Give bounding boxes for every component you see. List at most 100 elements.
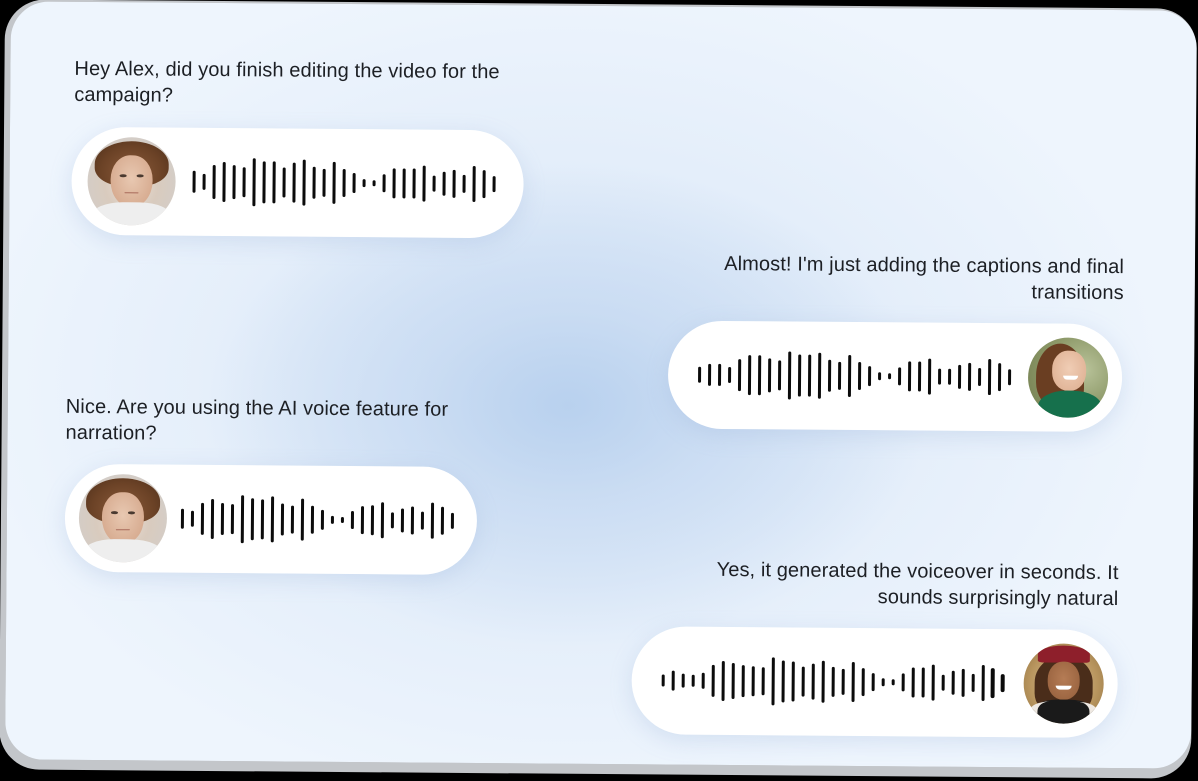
waveform-bar xyxy=(917,361,922,392)
waveform-bar xyxy=(442,171,446,196)
waveform-bar xyxy=(452,169,456,198)
waveform-bar xyxy=(831,666,835,697)
male-avatar-icon xyxy=(87,136,176,226)
waveform-bar xyxy=(981,664,985,702)
waveform-bar xyxy=(220,503,225,536)
waveform-bar xyxy=(741,665,745,698)
waveform-bar xyxy=(851,661,855,702)
waveform-bar xyxy=(1001,674,1005,693)
waveform-2[interactable] xyxy=(698,345,1018,408)
waveform-bar xyxy=(372,180,376,187)
waveform-bar xyxy=(977,367,981,386)
waveform-bar xyxy=(462,174,466,193)
voice-message-4[interactable] xyxy=(631,626,1119,739)
waveform-bar xyxy=(252,158,256,207)
waveform-bar xyxy=(821,660,825,703)
voice-message-3[interactable] xyxy=(64,463,478,576)
waveform-bar xyxy=(807,354,812,397)
waveform-bar xyxy=(312,166,316,199)
waveform-bar xyxy=(797,354,802,397)
waveform-bar xyxy=(727,366,732,384)
waveform-bar xyxy=(747,355,752,396)
waveform-bar xyxy=(230,504,235,535)
waveform-bar xyxy=(190,510,195,527)
waveform-bar xyxy=(300,498,305,541)
waveform-bar xyxy=(967,362,971,391)
waveform-bar xyxy=(492,176,496,193)
waveform-bar xyxy=(280,503,285,536)
waveform-bar xyxy=(440,506,444,535)
waveform-bar xyxy=(290,505,295,534)
male-avatar-icon xyxy=(78,473,168,563)
waveform-bar xyxy=(827,359,832,392)
waveform-bar xyxy=(777,360,782,391)
waveform-bar xyxy=(430,502,434,539)
waveform-bar xyxy=(681,673,685,688)
waveform-bar xyxy=(801,666,805,697)
waveform-bar xyxy=(222,162,226,203)
waveform-3[interactable] xyxy=(180,489,461,551)
waveform-bar xyxy=(661,674,665,687)
voice-message-1[interactable] xyxy=(71,126,524,239)
waveform-bar xyxy=(937,368,941,385)
waveform-bar xyxy=(717,363,722,386)
voice-message-2[interactable] xyxy=(667,320,1123,433)
waveform-bar xyxy=(811,663,815,700)
waveform-bar xyxy=(210,498,215,539)
waveform-bar xyxy=(877,372,882,381)
waveform-bar xyxy=(360,506,364,535)
waveform-bar xyxy=(711,664,715,697)
waveform-bar xyxy=(450,512,454,529)
waveform-bar xyxy=(911,667,915,698)
waveform-bar xyxy=(262,161,266,204)
waveform-bar xyxy=(232,165,236,200)
waveform-bar xyxy=(242,167,246,198)
waveform-bar xyxy=(382,174,386,193)
waveform-bar xyxy=(410,506,414,535)
waveform-bar xyxy=(887,373,891,380)
waveform-bar xyxy=(302,159,306,206)
waveform-bar xyxy=(1007,369,1011,386)
waveform-bar xyxy=(392,168,396,199)
waveform-bar xyxy=(767,358,772,393)
waveform-bar xyxy=(997,363,1001,392)
waveform-bar xyxy=(282,167,286,198)
waveform-4[interactable] xyxy=(661,650,1011,713)
waveform-bar xyxy=(270,496,275,543)
waveform-bar xyxy=(751,666,755,697)
female-avatar-icon xyxy=(1027,337,1109,418)
waveform-bar xyxy=(240,495,245,544)
waveform-bar xyxy=(721,660,725,701)
waveform-bar xyxy=(871,673,875,692)
waveform-bar xyxy=(352,173,356,194)
waveform-bar xyxy=(991,668,995,699)
waveform-bar xyxy=(482,170,486,199)
waveform-bar xyxy=(771,657,775,706)
waveform-bar xyxy=(757,355,762,396)
waveform-bar xyxy=(941,674,945,691)
waveform-bar xyxy=(260,499,265,540)
waveform-bar xyxy=(971,673,975,692)
waveform-bar xyxy=(380,502,384,539)
waveform-bar xyxy=(362,179,366,188)
waveform-bar xyxy=(471,165,476,203)
waveform-1[interactable] xyxy=(192,152,502,214)
waveform-bar xyxy=(931,664,935,701)
waveform-bar xyxy=(951,670,955,695)
waveform-bar xyxy=(861,668,865,697)
waveform-bar xyxy=(901,673,905,692)
waveform-bar xyxy=(390,512,394,529)
waveform-bar xyxy=(332,161,336,204)
graduate-avatar-icon xyxy=(1023,643,1104,724)
chat-card: Hey Alex, did you finish editing the vid… xyxy=(5,1,1197,769)
waveform-bar xyxy=(841,668,845,695)
waveform-bar xyxy=(671,670,675,691)
waveform-bar xyxy=(412,168,416,199)
waveform-bar xyxy=(731,663,735,700)
waveform-bar xyxy=(867,366,872,387)
waveform-bar xyxy=(737,359,742,392)
waveform-bar xyxy=(322,168,326,197)
waveform-bar xyxy=(420,511,424,530)
waveform-bar xyxy=(791,661,795,702)
waveform-bar xyxy=(342,168,346,197)
